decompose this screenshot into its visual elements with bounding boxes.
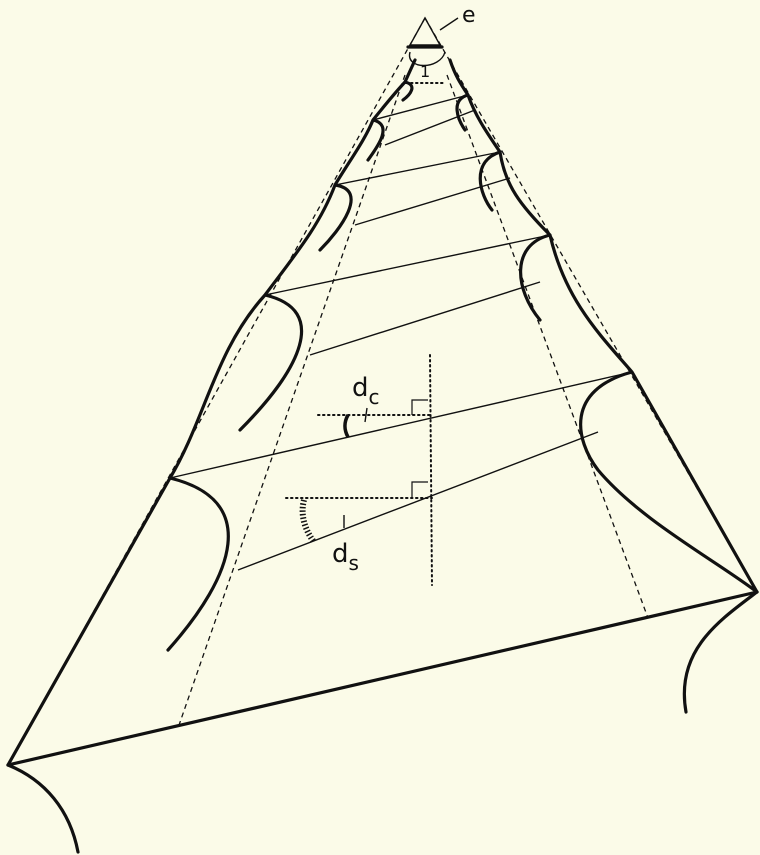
inner-dashed-lines [177,74,649,729]
first-whorl-label: 1 [420,62,430,81]
suture-lines [169,94,633,571]
ds-label-main: d [332,539,349,569]
left-shell-profile [6,58,417,767]
ds-angle-arc [299,499,317,544]
construction-lines [285,354,433,586]
lower-left-curl [6,763,80,854]
lower-right-curl [682,590,759,714]
ds-label: ds [332,539,359,575]
apex-label: e [462,3,476,28]
dc-tick [364,407,368,423]
apex-region [405,16,459,84]
dc-label-sub: c [369,385,380,409]
base-suture-line [6,590,759,767]
dc-angle-arc [343,414,350,438]
ds-label-sub: s [349,551,359,575]
dc-label-main: d [352,373,369,403]
dc-label: dc [352,373,380,409]
